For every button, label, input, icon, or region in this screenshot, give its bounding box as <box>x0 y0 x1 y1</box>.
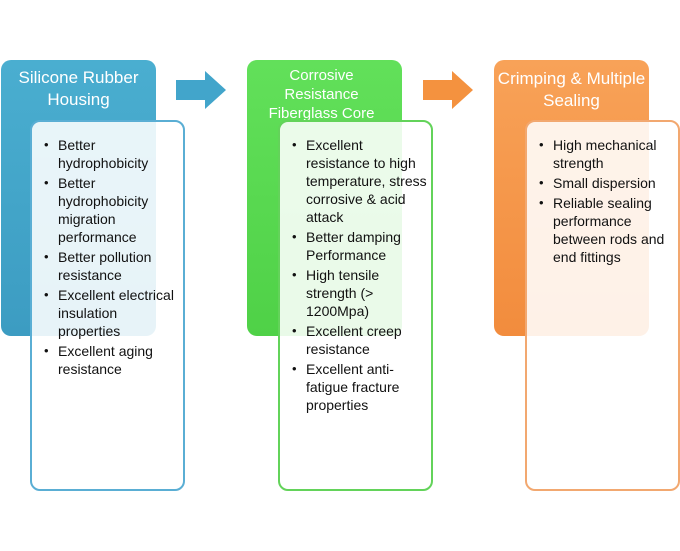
list-item: •Excellent resistance to high temperatur… <box>292 137 427 225</box>
bullet-icon: • <box>539 175 544 190</box>
list-item: •Better hydrophobicity <box>44 137 149 171</box>
bullet-icon: • <box>539 137 544 152</box>
header-title: Silicone Rubber Housing <box>18 68 139 109</box>
bullet-icon: • <box>292 267 297 282</box>
list-item: •Excellent creep resistance <box>292 323 402 357</box>
header-title: Corrosive Resistance Fiberglass Core <box>268 67 375 122</box>
list-item: •Excellent anti-fatigue fracture propert… <box>292 361 400 413</box>
bullet-icon: • <box>44 175 49 190</box>
list-item: •High mechanical strength <box>539 137 657 171</box>
card-crimping-sealing: •High mechanical strength •Small dispers… <box>525 120 680 491</box>
bullet-icon: • <box>44 249 49 264</box>
list-item: •High tensile strength (> 1200Mpa) <box>292 267 380 319</box>
feature-list: •High mechanical strength •Small dispers… <box>531 136 674 266</box>
arrow-right-icon <box>423 71 473 109</box>
feature-list: •Excellent resistance to high temperatur… <box>284 136 427 414</box>
feature-list: •Better hydrophobicity •Better hydrophob… <box>36 136 179 378</box>
list-item: •Better hydrophobicity migration perform… <box>44 175 149 245</box>
card-fiberglass-core: •Excellent resistance to high temperatur… <box>278 120 433 491</box>
bullet-icon: • <box>44 137 49 152</box>
bullet-icon: • <box>539 195 544 210</box>
card-silicone-rubber-housing: •Better hydrophobicity •Better hydrophob… <box>30 120 185 491</box>
bullet-icon: • <box>292 137 297 152</box>
bullet-icon: • <box>292 361 297 376</box>
bullet-icon: • <box>44 343 49 358</box>
list-item: •Small dispersion <box>539 175 656 191</box>
list-item: •Excellent aging resistance <box>44 343 153 377</box>
list-item: •Excellent electrical insulation propert… <box>44 287 174 339</box>
list-item: •Better pollution resistance <box>44 249 152 283</box>
arrow-right-icon <box>176 71 226 109</box>
bullet-icon: • <box>292 229 297 244</box>
bullet-icon: • <box>292 323 297 338</box>
bullet-icon: • <box>44 287 49 302</box>
list-item: •Better damping Performance <box>292 229 401 263</box>
header-title: Crimping & Multiple Sealing <box>497 69 646 110</box>
list-item: •Reliable sealing performance between ro… <box>539 195 665 265</box>
